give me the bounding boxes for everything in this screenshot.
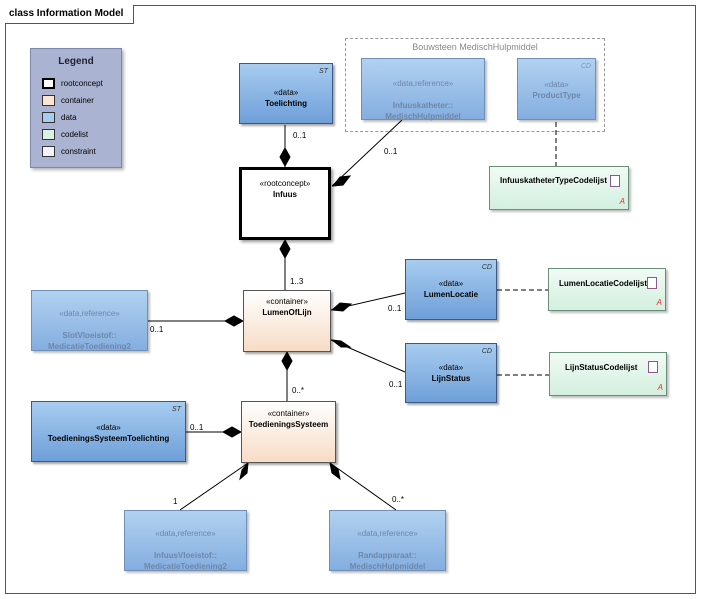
diamond-infuuskatheter [331,175,352,187]
diamond-randapparaat [329,461,341,481]
node-producttype[interactable]: CD «data» ProductType [517,58,596,120]
multiplicity-slotvloeistof: 0..1 [150,325,164,334]
diamond-toelichting [279,146,291,168]
multiplicity-lumenoflijn: 1..3 [290,277,304,286]
package-bouwsteen[interactable]: Bouwsteen MedischHulpmiddel [345,38,605,132]
node-toelichting[interactable]: ST «data» Toelichting [239,63,333,124]
multiplicity-infuuskatheter: 0..1 [384,147,398,156]
legend-title: Legend [58,56,94,67]
node-lumenoflijn[interactable]: «container» LumenOfLijn [243,290,331,352]
node-infuusvloeistof[interactable]: «data,reference» InfuusVloeistof:: Medic… [124,510,247,571]
legend: Legend rootconcept container data codeli… [30,48,122,168]
frame-title: class Information Model [5,5,135,24]
diamond-lumen-ts [281,350,293,372]
edge-randapparaat [329,462,397,511]
codelist-icon [647,277,657,289]
diamond-slotvloeistof [223,315,245,327]
multiplicity-lumenlocatie: 0..1 [388,304,402,313]
legend-swatch [42,95,55,106]
node-infuuskatheter[interactable]: «data,reference» Infuuskatheter:: Medisc… [361,58,485,121]
legend-swatch [42,129,55,140]
diamond-tst [221,426,243,438]
legend-swatch [42,146,55,157]
node-toedieningssysteemtoelichting[interactable]: ST «data» ToedieningsSysteemToelichting [31,401,186,462]
multiplicity-lijnstatus: 0..1 [389,380,403,389]
legend-swatch [42,112,55,123]
node-lijnstatus[interactable]: CD «data» LijnStatus [405,343,497,403]
edge-infuuskatheter [331,119,403,187]
multiplicity-infuusvloeistof: 1 [173,497,178,506]
node-slotvloeistof[interactable]: «data,reference» SlotVloeistof:: Medicat… [31,290,148,351]
package-title: Bouwsteen MedischHulpmiddel [412,42,538,52]
diamond-infuusvloeistof [239,461,249,481]
multiplicity-toedieningssysteem: 0..* [292,386,305,395]
node-lumenlocatie-codelijst[interactable]: LumenLocatieCodelijst A [548,268,666,311]
node-lijnstatus-codelijst[interactable]: LijnStatusCodelijst A [549,352,667,396]
node-infuus[interactable]: «rootconcept» Infuus [239,167,331,240]
node-infuuskatheter-codelijst[interactable]: InfuuskatheterTypeCodelijst A [489,166,629,210]
diamond-infuus-lumen [279,238,291,260]
multiplicity-randapparaat: 0..* [392,495,405,504]
node-toedieningssysteem[interactable]: «container» ToedieningsSysteem [241,401,336,463]
diamond-lumenlocatie [330,302,353,312]
node-randapparaat[interactable]: «data,reference» Randapparaat:: MedischH… [329,510,446,571]
diamond-lijnstatus [330,339,352,348]
edge-infuusvloeistof [179,462,249,511]
diagram-frame [5,5,696,594]
codelist-icon [648,361,658,373]
multiplicity-tst: 0..1 [190,423,204,432]
multiplicity-toelichting: 0..1 [293,131,307,140]
legend-swatch [42,78,55,89]
node-lumenlocatie[interactable]: CD «data» LumenLocatie [405,259,497,320]
codelist-icon [610,175,620,187]
